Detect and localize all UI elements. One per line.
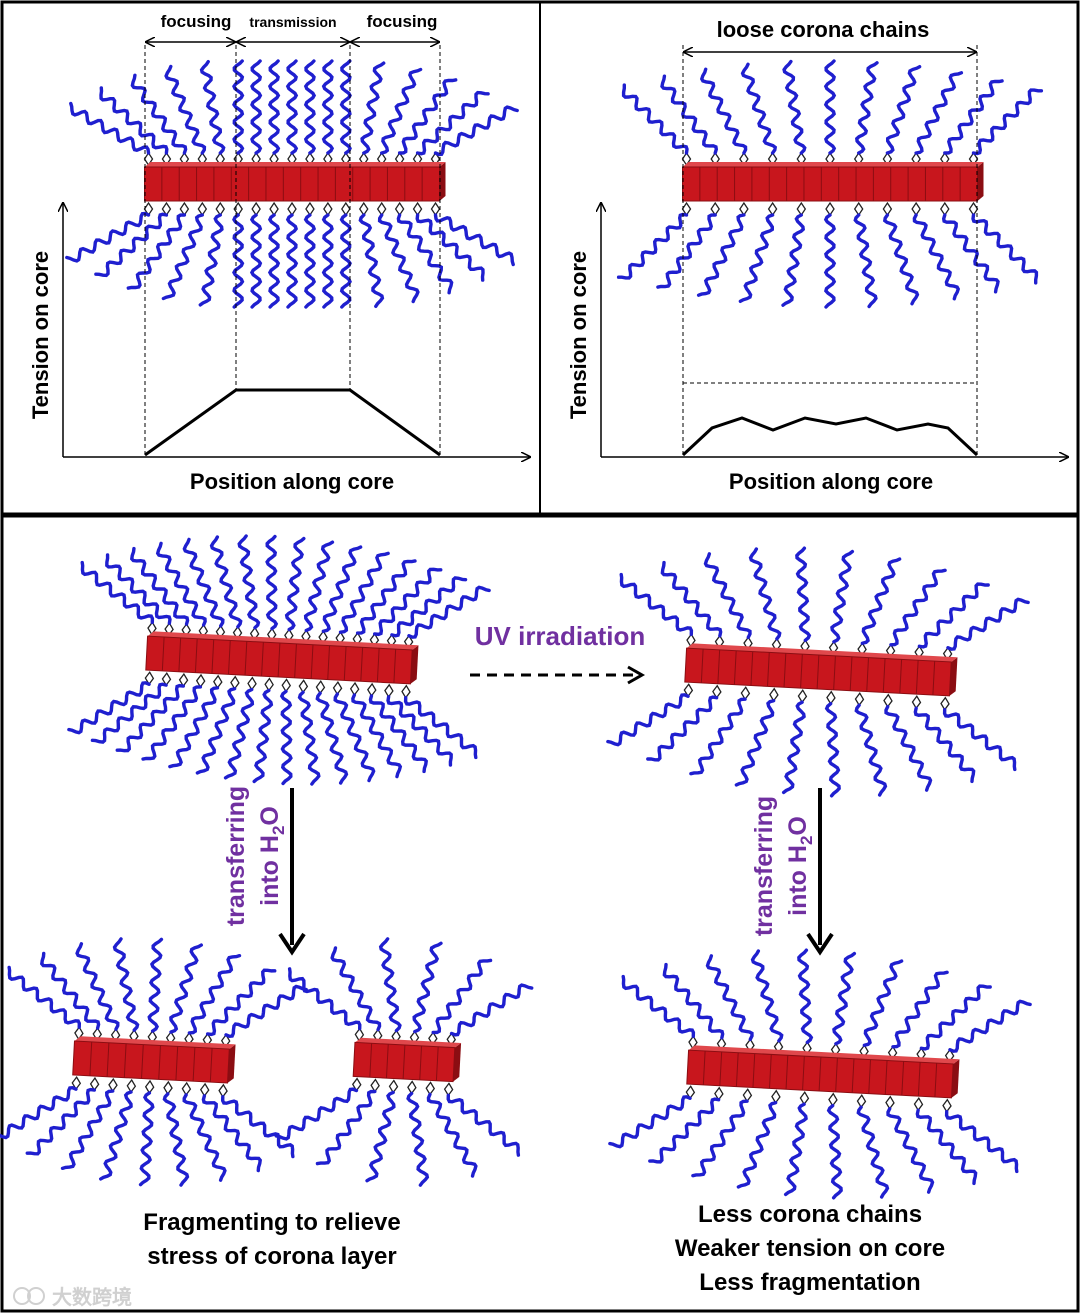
micelle-layer [0,59,1044,1200]
top-right-x-axis-label: Position along core [729,469,933,494]
left-transfer-line1: transferring [222,786,250,926]
watermark: 大数跨境 [13,1285,132,1309]
right-transfer-line1: transferring [750,796,778,936]
loose-corona-label: loose corona chains [717,17,930,42]
right-transfer-arrow-head [806,932,834,956]
weak-tension-profile-line [681,416,979,457]
caption-right-line3: Less fragmentation [699,1269,920,1296]
micelle-loose-after-uv [606,546,1030,798]
caption-left-line1: Fragmenting to relieve [143,1209,400,1236]
caption-right-line1: Less corona chains [698,1201,922,1228]
caption-right-line2: Weaker tension on core [675,1235,945,1262]
top-left-y-axis-label: Tension on core [28,251,53,419]
top-right-annotations: loose corona chains Tension on core Posi… [566,17,1068,494]
micelle-fragment-right [274,937,534,1187]
top-left-annotations: focusing transmission focusing Tension o… [28,12,530,494]
left-transfer-arrow-head [278,932,306,956]
tension-profile-line [144,388,441,457]
micelle-fragment-left [0,937,308,1187]
region-label-transmission: transmission [249,14,336,30]
micelle-loose-diagram [616,59,1044,309]
bottom-annotations: UV irradiation transferring into H2O tra… [143,621,945,1296]
top-right-y-axis-label: Tension on core [566,251,591,419]
watermark-logo-icon [13,1287,31,1305]
caption-left-line2: stress of corona layer [147,1243,396,1270]
micelle-after-transfer [608,948,1032,1200]
top-left-x-axis-label: Position along core [190,469,394,494]
micelle-dense-diagram [65,59,519,309]
uv-arrow-head [627,665,646,685]
micelle-dense-before-uv [67,534,491,786]
left-transfer-line2: into H2O [256,806,288,906]
region-label-focusing-left: focusing [161,12,232,31]
region-label-focusing-right: focusing [367,12,438,31]
bottom-panel-frame [0,514,1080,1313]
right-transfer-line2: into H2O [784,816,816,916]
watermark-text: 大数跨境 [52,1285,132,1309]
uv-irradiation-label: UV irradiation [475,621,645,651]
